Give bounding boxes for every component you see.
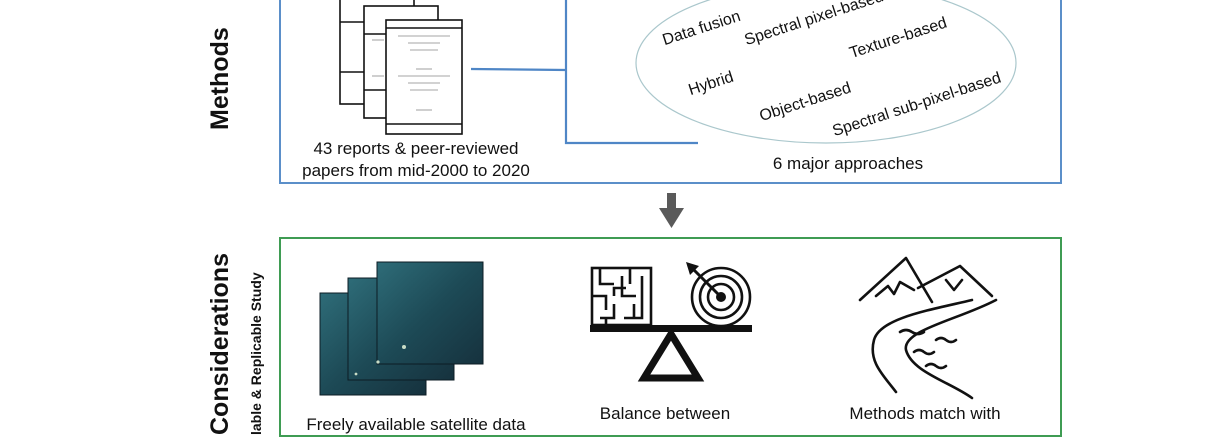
docs-caption-line2: papers from mid-2000 to 2020 bbox=[302, 161, 530, 180]
down-arrow-icon bbox=[659, 193, 684, 228]
docs-caption: 43 reports & peer-reviewed papers from m… bbox=[286, 138, 546, 182]
target-icon bbox=[686, 262, 752, 328]
diagram-graphics bbox=[319, 0, 1017, 400]
balance-caption: Balance between bbox=[599, 404, 731, 423]
approaches-ellipse bbox=[635, 0, 1017, 144]
document-stack-icon bbox=[339, 0, 463, 135]
approaches-caption: 6 major approaches bbox=[772, 154, 924, 173]
methods-match-caption: Methods match with bbox=[849, 404, 1001, 423]
mountains-river-icon bbox=[858, 256, 998, 400]
methods-panel bbox=[279, 0, 1062, 184]
satellite-images-icon bbox=[319, 261, 484, 396]
satellite-caption: Freely available satellite data bbox=[306, 415, 526, 434]
connector-line bbox=[470, 0, 698, 145]
balance-scale-icon bbox=[590, 325, 752, 382]
docs-caption-line1: 43 reports & peer-reviewed bbox=[313, 139, 519, 158]
maze-icon bbox=[590, 266, 653, 327]
